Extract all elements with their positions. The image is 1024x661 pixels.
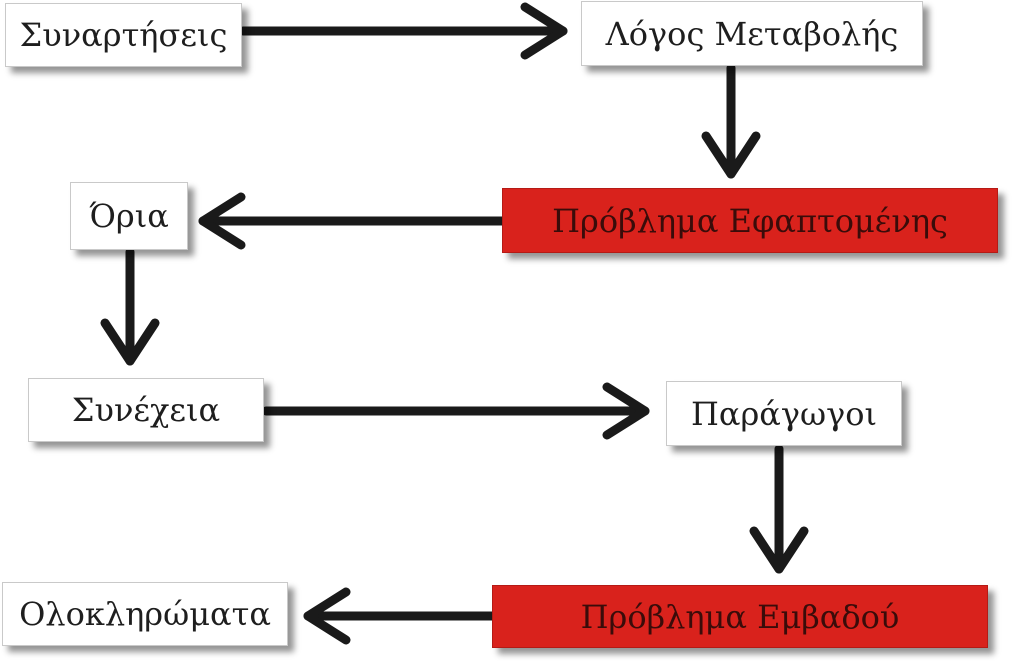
node-rate-of-change: Λόγος Μεταβολής: [581, 1, 923, 66]
arrow-limits-to-continuity: [100, 247, 160, 366]
node-area-problem: Πρόβλημα Εμβαδού: [492, 585, 988, 648]
arrow-derivatives-to-area: [749, 444, 809, 574]
node-continuity: Συνέχεια: [28, 378, 264, 442]
node-derivatives: Παράγωγοι: [666, 381, 902, 446]
arrow-rate-to-tangent: [701, 63, 761, 179]
arrow-area-to-integrals: [303, 587, 497, 645]
arrow-functions-to-rate: [238, 2, 568, 60]
arrow-continuity-to-derivatives: [261, 382, 650, 440]
arrow-tangent-to-limits: [198, 192, 507, 250]
node-integrals: Ολοκληρώματα: [2, 582, 288, 646]
node-limits: Όρια: [70, 182, 188, 250]
node-tangent-problem: Πρόβλημα Εφαπτομένης: [502, 188, 998, 253]
node-functions: Συναρτήσεις: [5, 3, 242, 67]
